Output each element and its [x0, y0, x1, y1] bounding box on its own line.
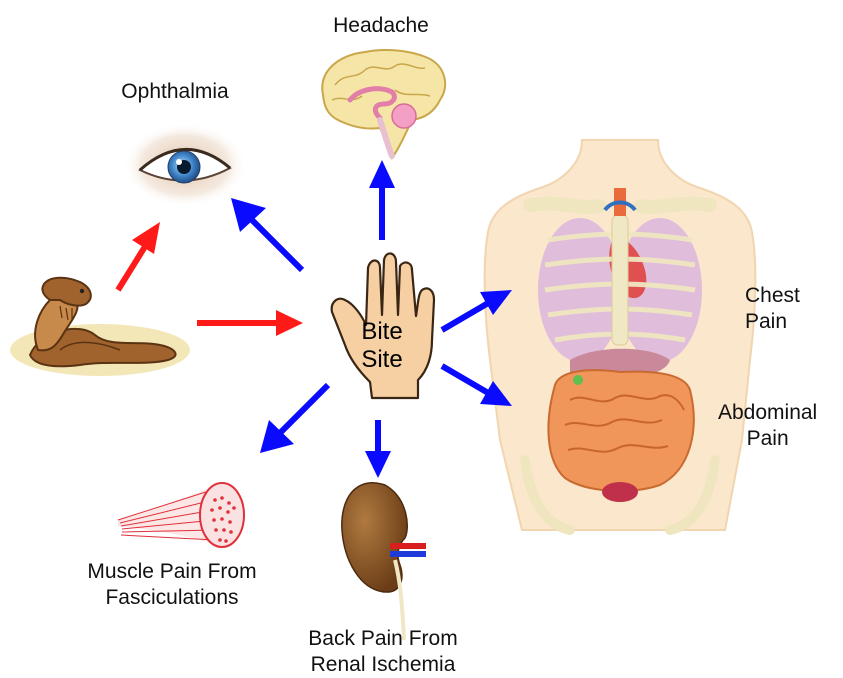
label-bite-line2: Site — [347, 346, 417, 374]
arrow-hand-to-eye — [250, 218, 302, 270]
label-muscle-line1: Muscle Pain From — [87, 559, 256, 585]
arrow-hand-to-muscle — [280, 385, 328, 433]
arrowhead-hand-to-kidney — [365, 451, 391, 478]
arrow-snake-to-eye — [118, 245, 146, 290]
arrowhead-snake-to-hand — [276, 310, 303, 336]
label-back-line2: Renal Ischemia — [308, 652, 457, 678]
label-headache: Headache — [333, 13, 429, 39]
brain-icon — [322, 50, 445, 158]
label-back-line1: Back Pain From — [308, 626, 457, 652]
label-muscle-pain: Muscle Pain From Fasciculations — [87, 559, 256, 611]
label-chest-pain: Chest Pain — [745, 283, 800, 335]
label-ophthalmia: Ophthalmia — [121, 79, 228, 105]
label-abdominal-pain: Abdominal Pain — [718, 400, 817, 452]
label-abdominal-line2: Pain — [718, 426, 817, 452]
muscle-icon — [118, 483, 244, 547]
arrow-hand-to-chest — [442, 302, 490, 330]
label-chest-line2: Pain — [745, 309, 800, 335]
label-back-pain: Back Pain From Renal Ischemia — [308, 626, 457, 678]
label-chest-line1: Chest — [745, 283, 800, 309]
label-bite-line1: Bite — [347, 318, 417, 346]
label-abdominal-line1: Abdominal — [718, 400, 817, 426]
label-muscle-line2: Fasciculations — [87, 585, 256, 611]
eye-icon — [123, 123, 247, 207]
label-bite-site: Bite Site — [347, 318, 417, 374]
kidney-icon — [342, 483, 426, 640]
arrowhead-hand-to-brain — [369, 160, 395, 188]
torso-icon — [485, 140, 756, 530]
arrow-hand-to-abdomen — [442, 366, 490, 394]
cobra-icon — [10, 278, 190, 376]
